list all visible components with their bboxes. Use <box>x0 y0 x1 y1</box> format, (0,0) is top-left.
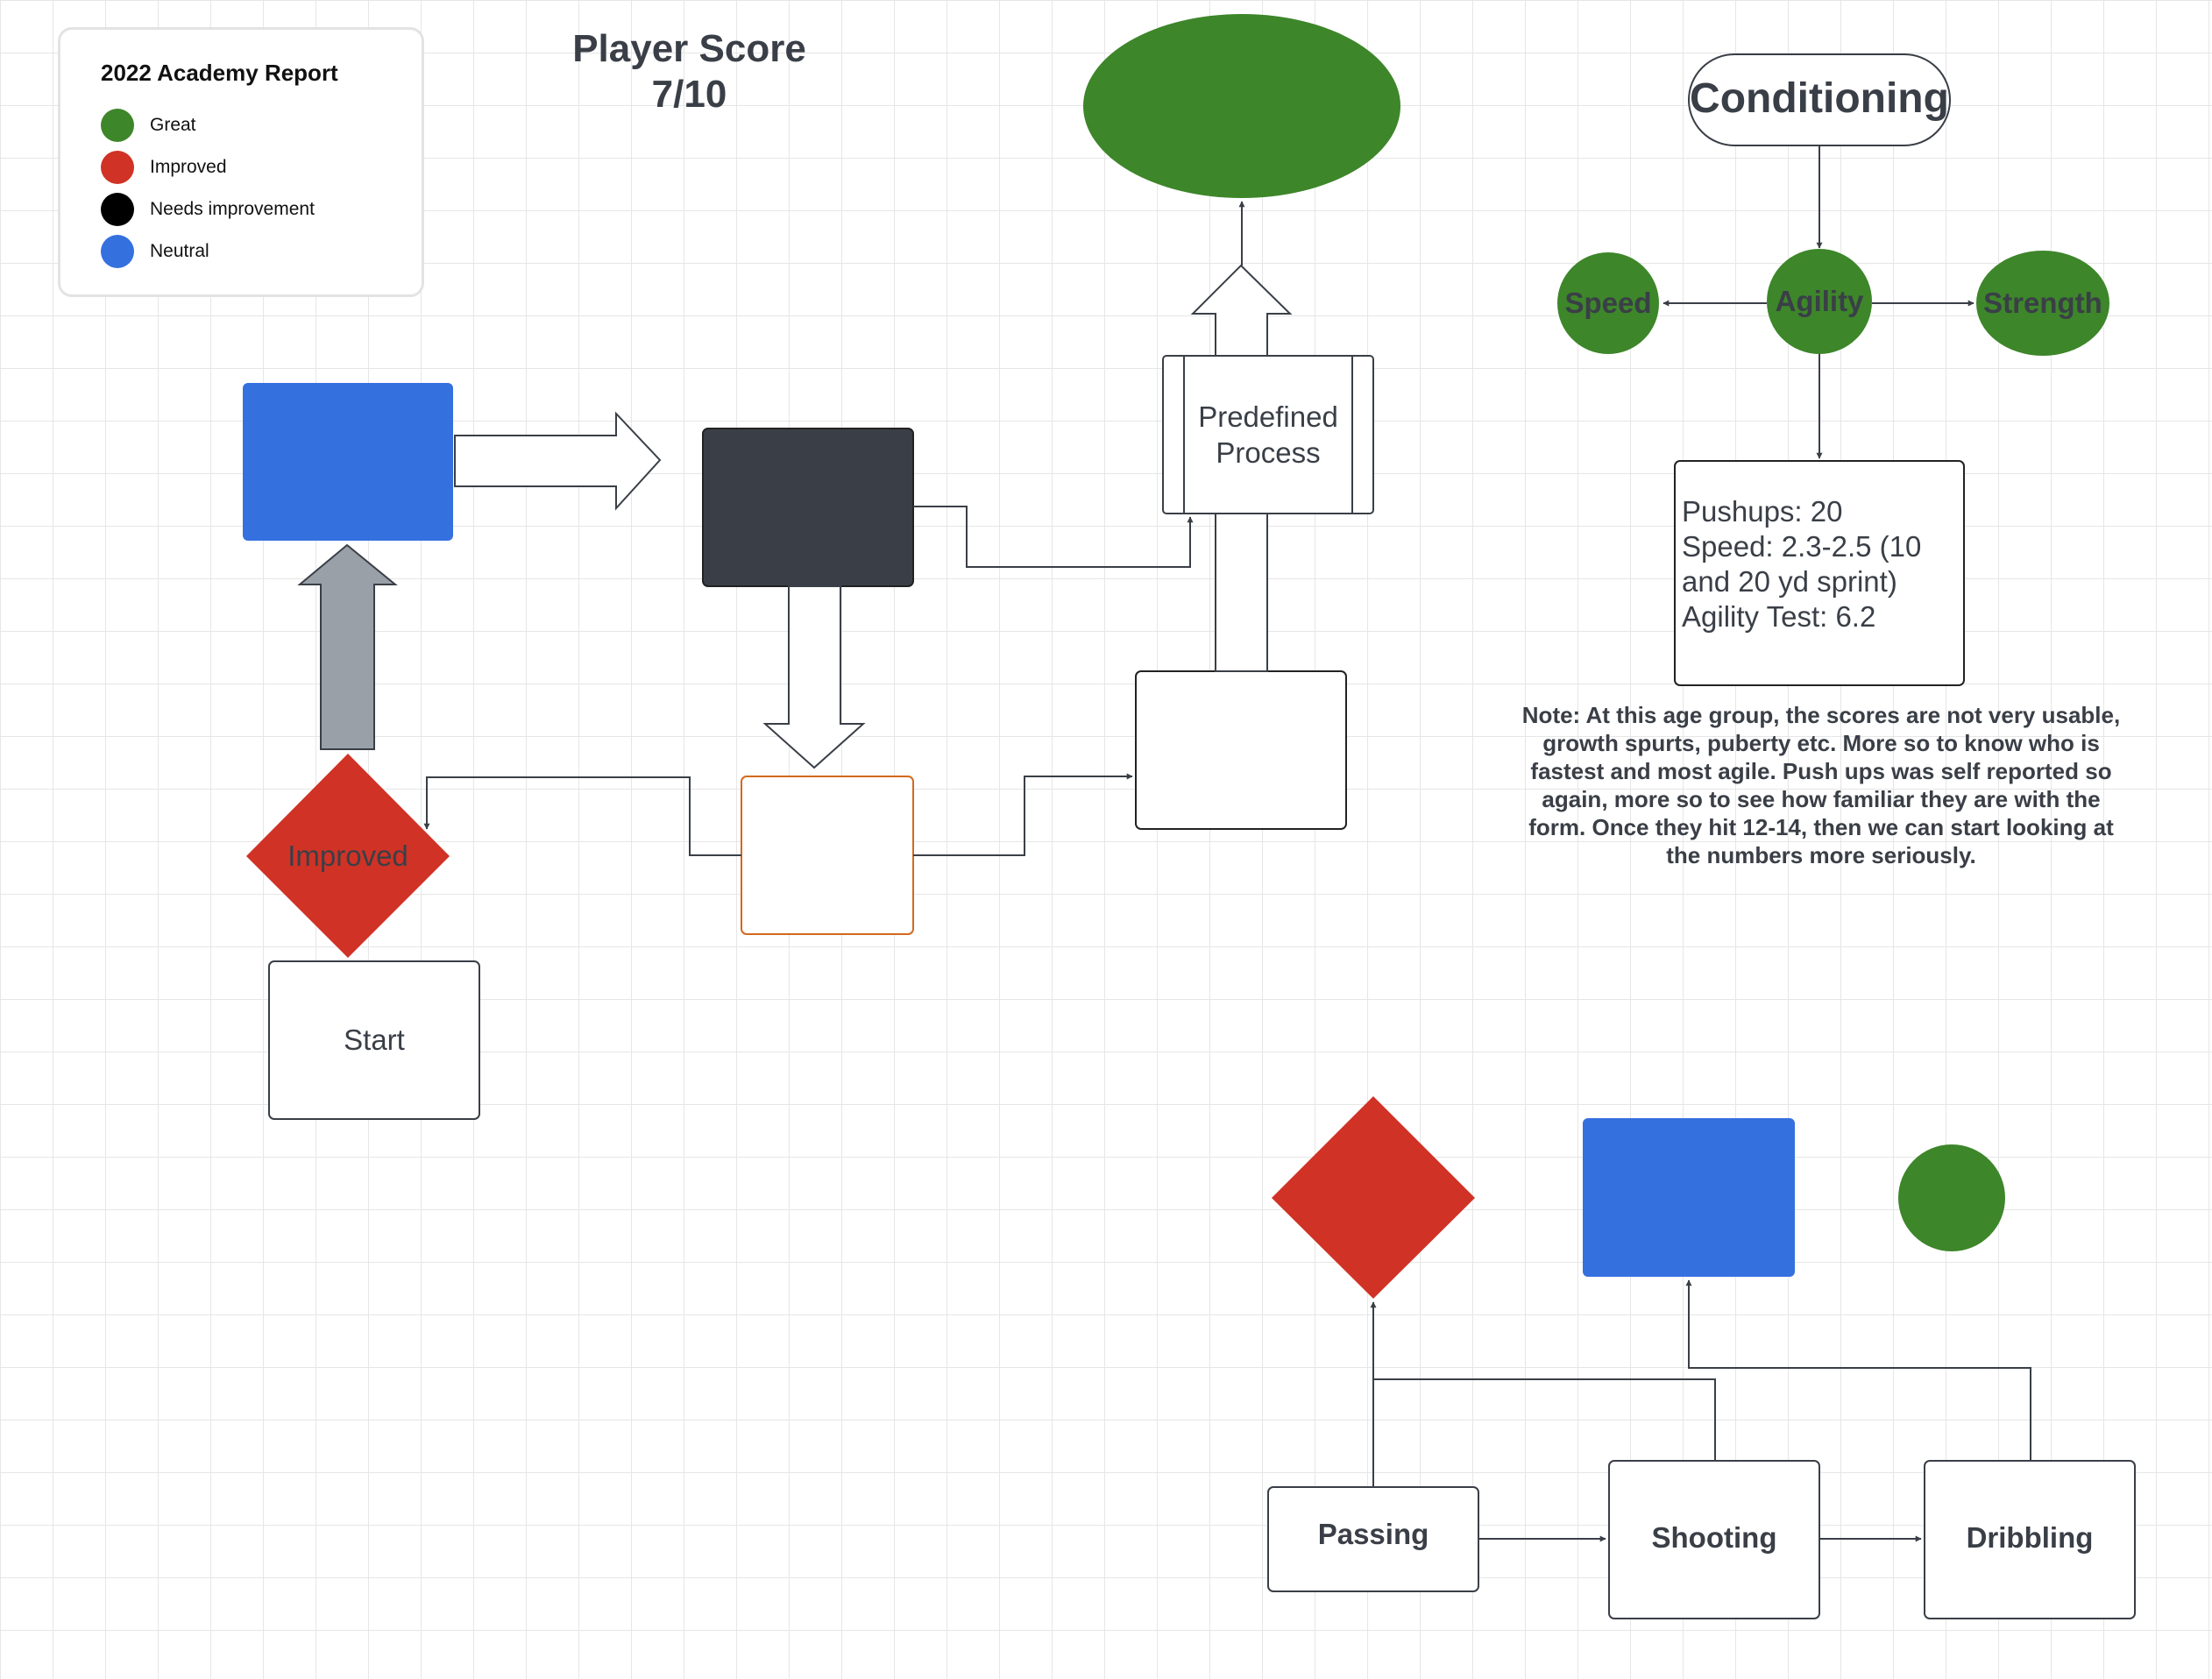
connector-orange-to-white[interactable] <box>913 773 1133 856</box>
legend-label-neutral: Neutral <box>150 241 209 261</box>
start-label: Start <box>344 1024 405 1056</box>
stats-agility-test: Agility Test: 6.2 <box>1682 600 1876 633</box>
connector-dark-to-process[interactable] <box>913 506 1194 568</box>
legend-item-needs-improvement: Needs improvement <box>101 192 315 227</box>
stats-speed: Speed: 2.3-2.5 (10 <box>1682 530 1922 563</box>
passing-label: Passing <box>1317 1518 1429 1550</box>
improved-dot-icon <box>101 151 134 184</box>
legend-panel[interactable]: 2022 Academy Report Great Improved Needs… <box>58 27 424 297</box>
stats-pushups: Pushups: 20 <box>1682 495 1843 528</box>
connector-shooting-to-diamond[interactable] <box>1373 1378 1716 1461</box>
needs-improvement-dot-icon <box>101 193 134 226</box>
white-box[interactable] <box>1135 670 1347 830</box>
improved-diamond[interactable] <box>246 754 450 958</box>
legend-label-improved: Improved <box>150 157 227 177</box>
legend-item-neutral: Neutral <box>101 234 209 269</box>
page-title: Player Score 7/10 <box>517 26 861 117</box>
legend-item-great: Great <box>101 108 196 143</box>
improved-label: Improved <box>287 840 408 872</box>
strength-ellipse[interactable] <box>1976 251 2109 356</box>
orange-outline-box[interactable] <box>741 776 914 935</box>
legend-title: 2022 Academy Report <box>101 60 338 86</box>
predefined-process-shape[interactable] <box>1162 355 1374 514</box>
great-dot-icon <box>101 109 134 142</box>
predefined-process-line2: Process <box>1216 436 1321 469</box>
skills-neutral-box[interactable] <box>1583 1118 1795 1277</box>
block-arrow-up-gray[interactable] <box>297 543 398 750</box>
stats-box[interactable] <box>1674 460 1965 686</box>
shooting-label: Shooting <box>1651 1521 1777 1554</box>
legend-item-improved: Improved <box>101 150 227 185</box>
skills-improved-diamond[interactable] <box>1272 1096 1475 1299</box>
predefined-process-line1: Predefined <box>1198 400 1338 433</box>
great-ellipse[interactable] <box>1083 14 1400 198</box>
stats-speed-detail: and 20 yd sprint) <box>1682 565 1897 598</box>
speed-circle[interactable] <box>1557 252 1659 354</box>
neutral-dot-icon <box>101 235 134 268</box>
speed-label: Speed <box>1564 287 1652 319</box>
page-title-line1: Player Score <box>572 27 806 70</box>
agility-label: Agility <box>1775 285 1864 317</box>
block-arrow-right[interactable] <box>454 411 662 511</box>
block-arrow-down[interactable] <box>762 585 866 769</box>
conditioning-label: Conditioning <box>1690 74 1949 122</box>
connector-dribbling-to-blue[interactable] <box>1685 1279 2031 1461</box>
strength-label: Strength <box>1983 287 2102 319</box>
predefined-process-label: Predefined Process <box>1184 391 1352 478</box>
connector-orange-to-improved[interactable] <box>423 776 741 856</box>
start-box[interactable] <box>268 960 480 1120</box>
skills-great-circle[interactable] <box>1898 1144 2005 1251</box>
note-text: Note: At this age group, the scores are … <box>1521 702 2121 868</box>
neutral-box-top[interactable] <box>243 383 453 541</box>
legend-label-needs-improvement: Needs improvement <box>150 199 315 219</box>
legend-label-great: Great <box>150 115 196 135</box>
agility-circle[interactable] <box>1767 249 1872 354</box>
stats-text: Pushups: 20 Speed: 2.3-2.5 (10 and 20 yd… <box>1682 494 1962 634</box>
page-title-line2: 7/10 <box>651 73 727 116</box>
needs-improvement-box[interactable] <box>702 428 914 587</box>
dribbling-label: Dribbling <box>1966 1521 2094 1554</box>
